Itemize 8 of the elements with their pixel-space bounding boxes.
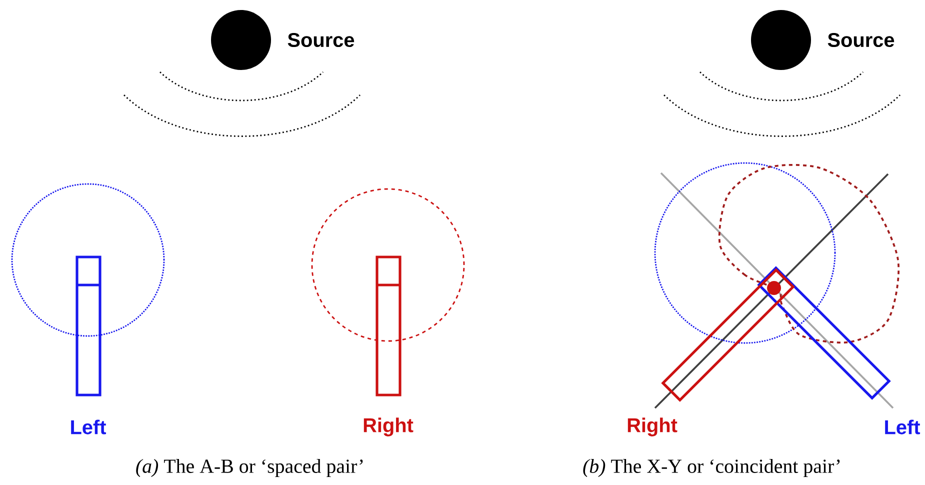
label: Right	[364, 418, 414, 436]
caption: (b) The X-Y or ‘coincident pair’	[583, 458, 840, 478]
label: Source	[828, 32, 894, 48]
caption: (a) The A-B or ‘spaced pair’	[136, 458, 363, 478]
label: Left	[71, 420, 106, 434]
label: Left	[885, 420, 920, 434]
label: Right	[628, 418, 678, 436]
label: Source	[288, 32, 354, 48]
